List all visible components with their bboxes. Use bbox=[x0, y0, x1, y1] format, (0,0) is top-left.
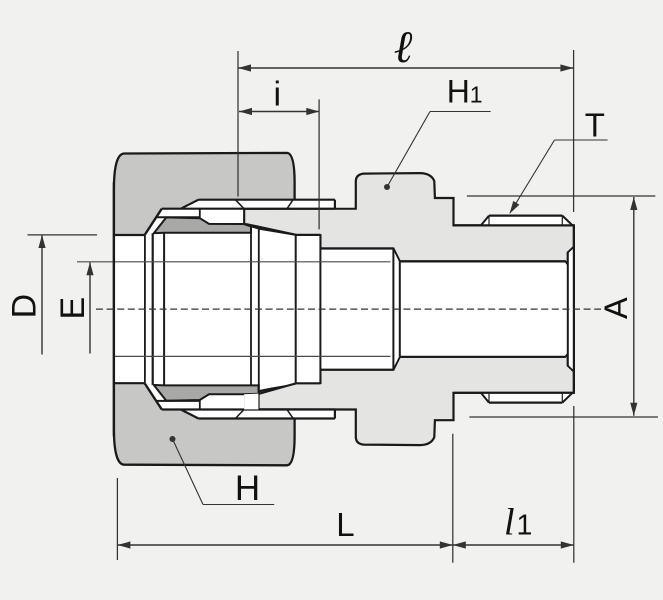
svg-text:ℓ: ℓ bbox=[394, 22, 413, 72]
svg-text:D: D bbox=[6, 294, 44, 319]
svg-text:E: E bbox=[54, 297, 92, 320]
svg-text:H: H bbox=[235, 469, 260, 508]
svg-text:T: T bbox=[585, 106, 605, 143]
svg-text:L: L bbox=[336, 506, 354, 543]
svg-text:A: A bbox=[598, 297, 634, 319]
svg-text:1: 1 bbox=[517, 510, 533, 542]
svg-text:i: i bbox=[274, 75, 282, 113]
svg-text:l: l bbox=[504, 502, 515, 544]
